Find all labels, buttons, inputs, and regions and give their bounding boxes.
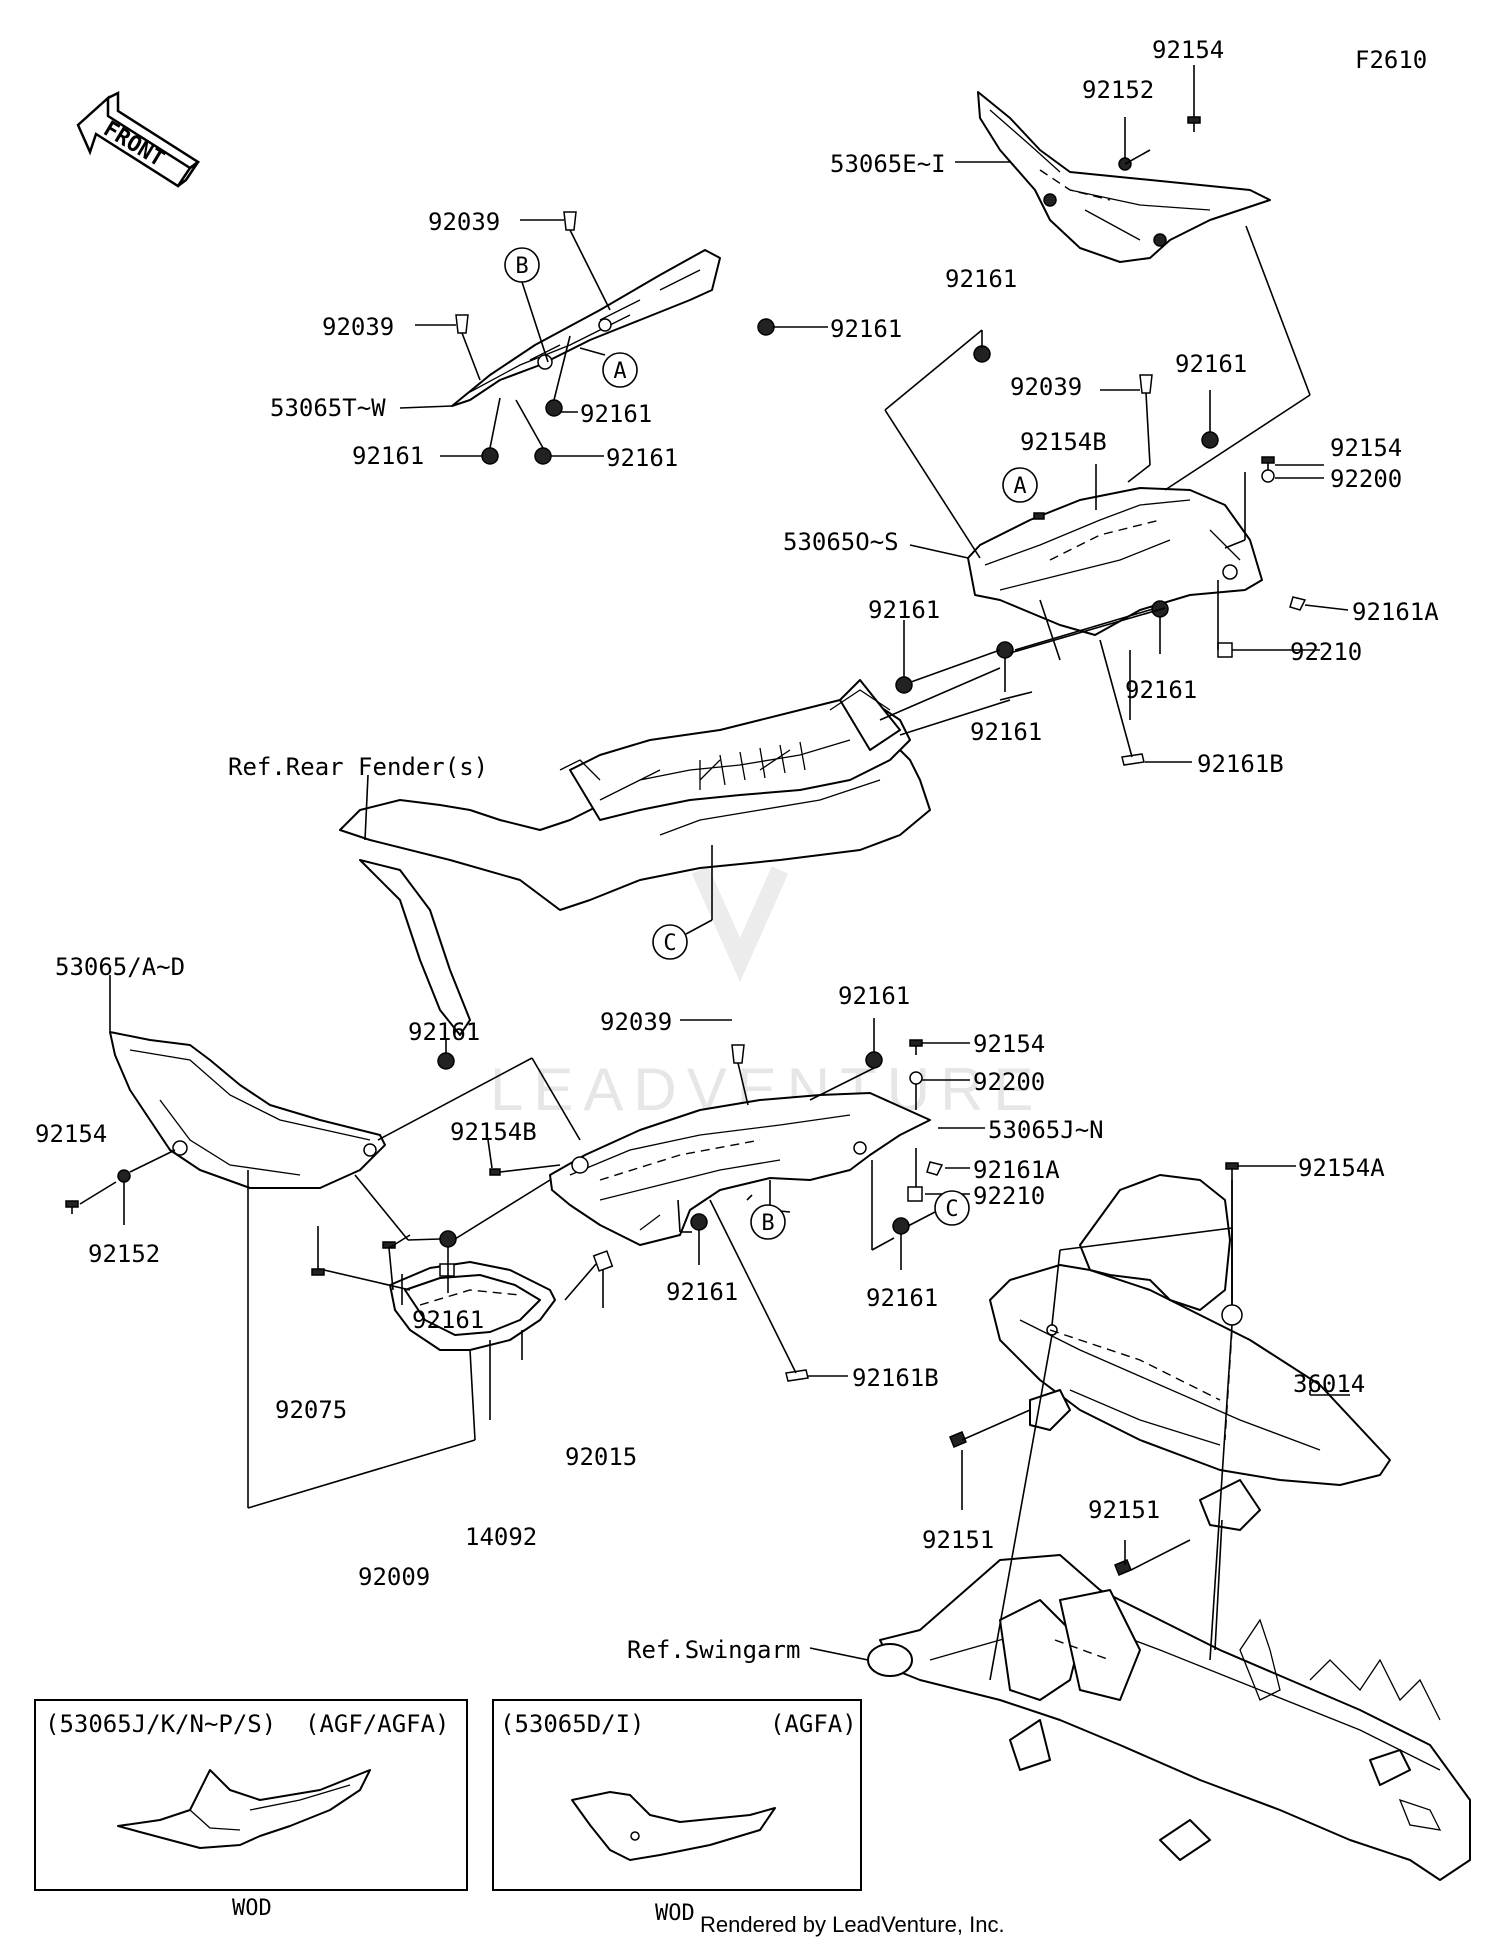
callout-36014: 36014: [1293, 1370, 1365, 1398]
callout-92161: 92161: [945, 265, 1017, 293]
callout-92152: 92152: [1082, 76, 1154, 104]
callout-92161: 92161: [1125, 676, 1197, 704]
reference-markers: B A A C B C: [504, 247, 1038, 1240]
callout-92210: 92210: [973, 1182, 1045, 1210]
cover-53065t-w: [451, 249, 721, 407]
inset-53065d: (53065D/I) (AGFA) WOD: [492, 1699, 862, 1926]
callout-labels: 92154 92152 53065E~I 92039 92039 92161 5…: [35, 36, 1439, 1664]
callout-92154b: 92154B: [1020, 428, 1107, 456]
callout-92154: 92154: [1330, 434, 1402, 462]
fender-36014: [989, 1174, 1391, 1531]
inset-53065d-caption: (53065D/I): [500, 1710, 645, 1738]
callout-92039: 92039: [1010, 373, 1082, 401]
callout-92154: 92154: [973, 1030, 1045, 1058]
callout-92009: 92009: [358, 1563, 430, 1591]
callout-92152: 92152: [88, 1240, 160, 1268]
callout-92075: 92075: [275, 1396, 347, 1424]
callout-92154: 92154: [1152, 36, 1224, 64]
marker-b2: B: [761, 1211, 774, 1236]
watermark: LEADVENTURE: [490, 866, 1033, 1123]
callout-14092: 14092: [465, 1523, 537, 1551]
callout-53065-a-d: 53065/A~D: [55, 953, 185, 981]
marker-c1: C: [663, 931, 676, 956]
callout-92151: 92151: [922, 1526, 994, 1554]
marker-a1: A: [613, 359, 626, 384]
callout-92161a: 92161A: [973, 1156, 1060, 1184]
callout-92161: 92161: [666, 1278, 738, 1306]
hidden-lines: [419, 169, 1233, 1661]
inset-53065j-model: (AGF/AGFA): [305, 1710, 450, 1738]
pin-clip-icon: [455, 211, 1307, 1576]
callout-92161: 92161: [580, 400, 652, 428]
callout-92154: 92154: [35, 1120, 107, 1148]
callout-92154b: 92154B: [450, 1118, 537, 1146]
callout-92161: 92161: [352, 442, 424, 470]
inset-53065j-caption: (53065J/K/N~P/S): [45, 1710, 276, 1738]
inset-53065d-footer: WOD: [655, 1901, 695, 1926]
callout-92161: 92161: [408, 1018, 480, 1046]
callout-ref-swingarm: Ref.Swingarm: [627, 1636, 800, 1664]
swingarm: [867, 1554, 1471, 1881]
callout-92161: 92161: [868, 596, 940, 624]
bracket-14092: [389, 1250, 614, 1351]
callout-92151: 92151: [1088, 1496, 1160, 1524]
callout-92200: 92200: [973, 1068, 1045, 1096]
callout-92161b: 92161B: [1197, 750, 1284, 778]
inset-53065d-model: (AGFA): [770, 1710, 857, 1738]
callout-92161a: 92161A: [1352, 598, 1439, 626]
front-label: FRONT: [99, 117, 169, 173]
callout-53065j-n: 53065J~N: [988, 1116, 1104, 1144]
marker-a2: A: [1013, 474, 1026, 499]
callout-53065t-w: 53065T~W: [270, 394, 386, 422]
callout-92161: 92161: [830, 315, 902, 343]
figure-code: F2610: [1355, 46, 1427, 74]
callout-92161: 92161: [1175, 350, 1247, 378]
inset-53065j-footer: WOD: [232, 1896, 272, 1921]
callout-ref-rear-fender: Ref.Rear Fender(s): [228, 753, 488, 781]
callout-92039: 92039: [428, 208, 500, 236]
front-arrow-icon: FRONT: [76, 90, 201, 188]
leader-lines: [79, 65, 1350, 1681]
callout-92161b: 92161B: [852, 1364, 939, 1392]
callout-53065o-s: 53065O~S: [783, 528, 899, 556]
cover-53065j-n: [549, 1092, 931, 1246]
callout-92210: 92210: [1290, 638, 1362, 666]
cover-53065-a-d: [109, 1031, 386, 1189]
callout-92200: 92200: [1330, 465, 1402, 493]
callout-92161: 92161: [838, 982, 910, 1010]
cover-53065o-s: [967, 487, 1263, 636]
hardware: [65, 116, 1307, 1576]
callout-92161: 92161: [412, 1306, 484, 1334]
inset-53065j: (53065J/K/N~P/S) (AGF/AGFA) WOD: [34, 1699, 468, 1921]
callout-92154a: 92154A: [1298, 1154, 1385, 1182]
callout-53065e-i: 53065E~I: [830, 150, 946, 178]
callout-92161: 92161: [970, 718, 1042, 746]
credit-text: Rendered by LeadVenture, Inc.: [700, 1912, 1005, 1937]
marker-b1: B: [515, 254, 528, 279]
cover-53065e-i: [977, 91, 1271, 263]
callout-92039: 92039: [600, 1008, 672, 1036]
callout-92161: 92161: [606, 444, 678, 472]
callout-92015: 92015: [565, 1443, 637, 1471]
callout-92039: 92039: [322, 313, 394, 341]
callout-92161: 92161: [866, 1284, 938, 1312]
rear-fender: [339, 679, 931, 1036]
marker-c2: C: [945, 1197, 958, 1222]
